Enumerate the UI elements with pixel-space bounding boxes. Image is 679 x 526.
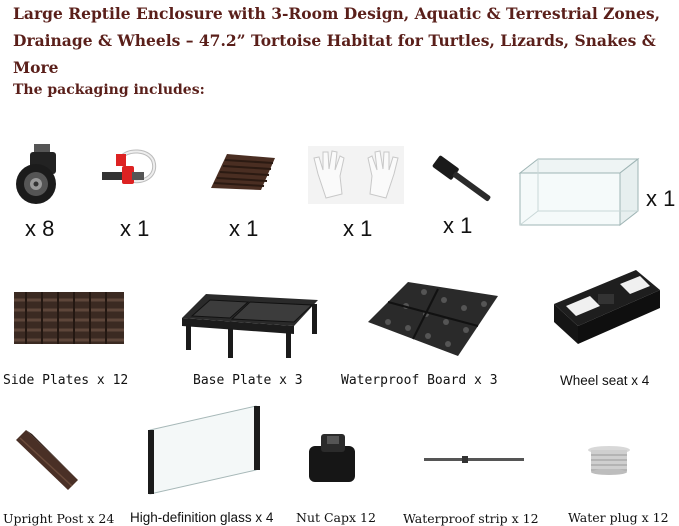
side-plates-label: Side Plates x 12: [3, 373, 129, 388]
base-plate-label: Base Plate x 3: [193, 373, 303, 388]
wheel-seat-label: Wheel seat x 4: [560, 373, 650, 388]
title-line-2: Drainage & Wheels – 47.2” Tortoise Habit…: [13, 31, 656, 77]
glass-tank-icon: [518, 157, 640, 227]
wheel-seat-icon: [554, 270, 660, 344]
caster-qty: x 8: [25, 216, 55, 241]
product-title: Large Reptile Enclosure with 3-Room Desi…: [13, 0, 673, 81]
mallet-qty: x 1: [443, 213, 473, 238]
rubber-mallet-icon: [432, 155, 491, 202]
base-plate-icon: [182, 294, 318, 358]
nut-cap-icon: [309, 434, 355, 482]
caster-wheel-icon: [16, 144, 56, 204]
packaging-heading: The packaging includes:: [13, 82, 205, 98]
ramp-steps-icon: [211, 154, 275, 190]
drain-valve-hose-icon: [102, 149, 157, 184]
work-gloves-icon: [308, 146, 404, 204]
drain-valve-qty: x 1: [120, 216, 150, 241]
nut-cap-label: Nut Capx 12: [296, 510, 376, 525]
gloves-qty: x 1: [343, 216, 373, 241]
glass-panel-icon: [148, 405, 260, 495]
ramp-qty: x 1: [229, 216, 259, 241]
upright-post-label: Upright Post x 24: [3, 511, 115, 526]
waterproof-strip-label: Waterproof strip x 12: [403, 511, 539, 526]
side-plate-icon: [14, 292, 124, 344]
glass-tank-qty: x 1: [646, 186, 676, 211]
title-line-1: Large Reptile Enclosure with 3-Room Desi…: [13, 4, 661, 23]
upright-post-icon: [16, 430, 82, 490]
glass-panel-label: High-definition glass x 4: [130, 510, 274, 525]
water-plug-label: Water plug x 12: [568, 510, 669, 525]
water-plug-icon: [588, 446, 630, 475]
waterproof-board-label: Waterproof Board x 3: [341, 373, 498, 388]
waterproof-strip-icon: [424, 456, 524, 463]
waterproof-board-icon: [368, 282, 498, 356]
